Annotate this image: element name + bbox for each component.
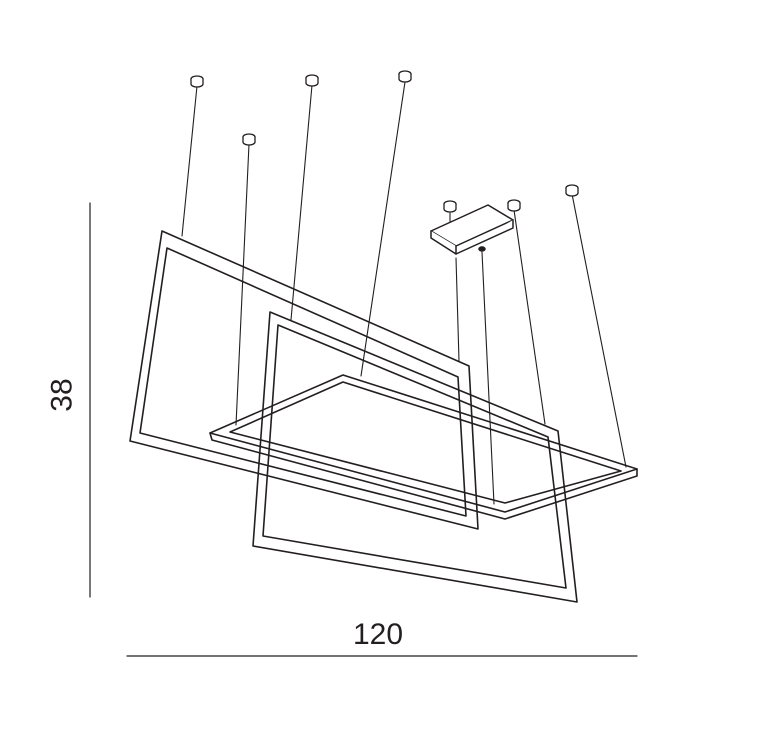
ceiling-anchor xyxy=(565,184,579,197)
cable xyxy=(181,85,198,237)
ceiling-anchors xyxy=(190,70,579,213)
cable xyxy=(455,257,460,362)
cable xyxy=(481,251,495,505)
frame-back-left xyxy=(129,230,479,530)
ceiling-anchor xyxy=(398,70,412,83)
cable xyxy=(290,84,313,321)
frame-horizontal xyxy=(209,374,638,520)
ceiling-anchor xyxy=(443,200,457,213)
cable xyxy=(513,209,546,425)
driver-box xyxy=(430,204,514,255)
cable xyxy=(571,193,627,468)
height-dimension-label: 38 xyxy=(45,378,79,412)
ceiling-anchor xyxy=(242,133,256,146)
ceiling-anchor xyxy=(305,74,319,87)
cable xyxy=(360,81,406,377)
ceiling-anchor xyxy=(190,75,204,88)
suspension-cables xyxy=(181,81,627,505)
ceiling-anchor xyxy=(507,199,521,212)
cable xyxy=(235,143,250,426)
width-dimension-label: 120 xyxy=(353,618,404,651)
frame-front-center xyxy=(252,311,578,603)
